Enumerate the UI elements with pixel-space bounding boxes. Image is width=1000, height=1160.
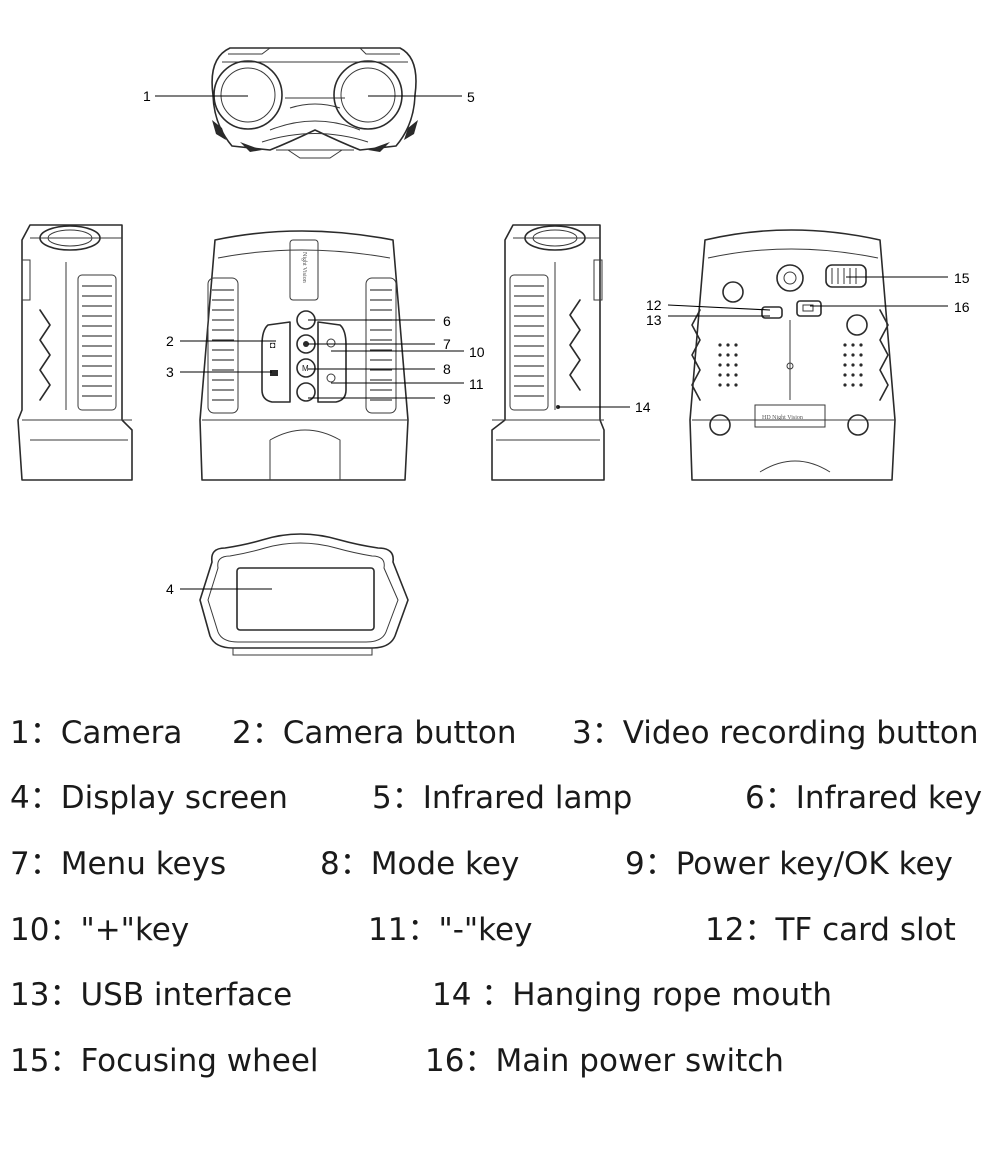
- callout-7: 7: [443, 336, 451, 352]
- back-device-label: HD Night Vision: [762, 415, 803, 421]
- legend-row: 10："+"key 11："-"key 12：TF card slot: [0, 910, 1000, 950]
- legend-item: 15：Focusing wheel: [10, 1043, 319, 1079]
- legend-row: 1：Camera 2：Camera button 3：Video recordi…: [0, 713, 1000, 753]
- legend-row: 4：Display screen 5：Infrared lamp 6：Infra…: [0, 778, 1000, 818]
- right-side-view: [491, 224, 605, 481]
- callout-9: 9: [443, 391, 451, 407]
- legend-item: 16：Main power switch: [425, 1043, 784, 1079]
- legend-item: 11："-"key: [368, 912, 533, 948]
- legend-item: 10："+"key: [10, 912, 190, 948]
- left-side-view: [17, 224, 133, 481]
- callout-3: 3: [166, 364, 174, 380]
- callout-1: 1: [143, 88, 151, 104]
- device-diagram: Night Vision ◘ M: [17, 47, 970, 656]
- callout-4: 4: [166, 581, 174, 597]
- legend-item: 9：Power key/OK key: [625, 846, 953, 882]
- legend-item: 6：Infrared key: [745, 780, 983, 816]
- callout-11: 11: [469, 376, 484, 392]
- callout-12: 12: [646, 297, 662, 313]
- callout-numbers: 1 5 2 3 4 6 7 8 9 10 11 12 13 14 15 16: [143, 88, 970, 597]
- legend-item: 8：Mode key: [320, 846, 520, 882]
- callout-13: 13: [646, 312, 662, 328]
- legend-item: 12：TF card slot: [705, 912, 956, 948]
- legend-row: 7：Menu keys 8：Mode key 9：Power key/OK ke…: [0, 844, 1000, 884]
- legend-row: 15：Focusing wheel 16：Main power switch: [0, 1041, 1000, 1081]
- front-view: Night Vision ◘ M: [199, 230, 409, 481]
- top-view: [211, 47, 418, 159]
- callout-2: 2: [166, 333, 174, 349]
- callout-14: 14: [635, 399, 651, 415]
- callout-16: 16: [954, 299, 970, 315]
- callout-8: 8: [443, 361, 451, 377]
- svg-text:◘: ◘: [270, 340, 276, 350]
- legend-item: 5：Infrared lamp: [372, 780, 633, 816]
- legend-item: 14 ：Hanging rope mouth: [432, 977, 832, 1013]
- callout-6: 6: [443, 313, 451, 329]
- legend-item: 3：Video recording button: [572, 715, 979, 751]
- callout-5: 5: [467, 89, 475, 105]
- callout-leaders: [155, 95, 948, 590]
- svg-text:M: M: [302, 364, 309, 373]
- legend-row: 13：USB interface 14 ：Hanging rope mouth: [0, 975, 1000, 1015]
- legend-item: 7：Menu keys: [10, 846, 227, 882]
- back-view: HD Night Vision: [689, 229, 896, 481]
- callout-10: 10: [469, 344, 485, 360]
- legend-item: 13：USB interface: [10, 977, 293, 1013]
- legend-item: 1：Camera: [10, 715, 183, 751]
- callout-15: 15: [954, 270, 970, 286]
- legend-item: 2：Camera button: [232, 715, 517, 751]
- legend-item: 4：Display screen: [10, 780, 288, 816]
- parts-legend: 1：Camera 2：Camera button 3：Video recordi…: [0, 705, 1000, 1145]
- display-view: [199, 533, 409, 656]
- front-device-label: Night Vision: [301, 252, 307, 283]
